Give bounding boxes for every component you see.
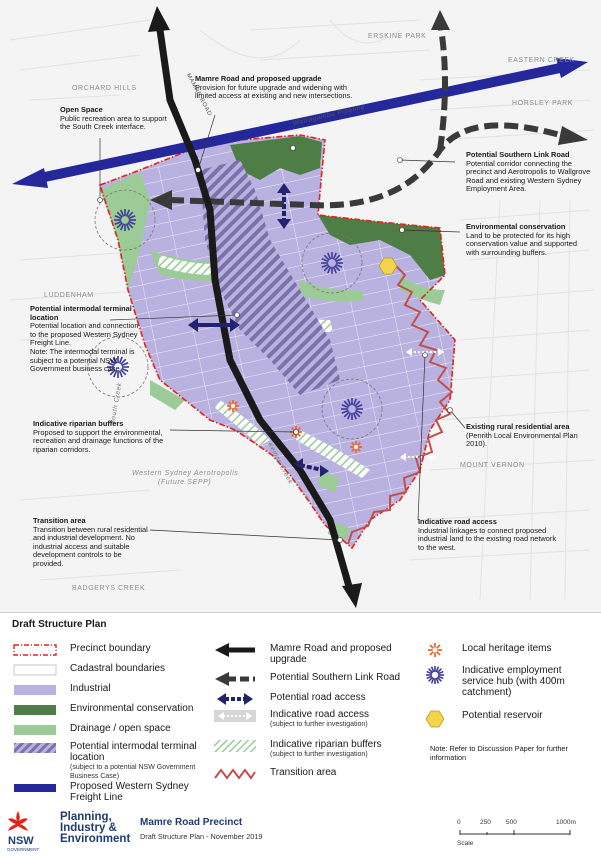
legend-southern-link: Potential Southern Link Road (210, 672, 400, 686)
indicative-road-access (404, 351, 440, 458)
callout-leaders (99, 114, 466, 541)
transition-area-line (347, 264, 454, 545)
callout-rural-residential: Existing rural residential area(Penrith … (466, 422, 578, 449)
heritage-item-icon (350, 441, 362, 453)
southern-link-road (150, 10, 588, 210)
legend-cadastral: Cadastral boundaries (10, 663, 165, 677)
legend-drainage: Drainage / open space (10, 723, 171, 737)
precinct-boundary-line (99, 134, 456, 550)
legend-indicative-road-access: Indicative road access(subject to furthe… (210, 709, 369, 729)
legend-note: Note: Refer to Discussion Paper for furt… (430, 744, 568, 762)
place-ws-aerotropolis: Western Sydney Aerotropolis (132, 470, 239, 477)
svg-text:NSW: NSW (8, 835, 34, 847)
freight-line-arrow (12, 58, 588, 188)
place-eastern-creek: EASTERN CREEK (508, 57, 575, 64)
footer: NSW GOVERNMENT Planning,Industry &Enviro… (0, 806, 601, 857)
service-hub-icon (321, 252, 343, 274)
legend-precinct-boundary: Precinct boundary (10, 643, 151, 657)
plan-title: Mamre Road Precinct (140, 817, 243, 828)
plan-subtitle: Draft Structure Plan - November 2019 (140, 832, 263, 841)
place-horsley-park: HORSLEY PARK (512, 100, 574, 107)
heritage-item-icon (227, 400, 239, 412)
place-mount-vernon: MOUNT VERNON (460, 462, 525, 469)
legend-reservoir: Potential reservoir (418, 710, 543, 728)
intermodal-terminal-area (200, 160, 340, 395)
legend-env-conservation: Environmental conservation (10, 703, 193, 717)
place-future-sepp: (Future SEPP) (158, 479, 212, 486)
legend-title: Draft Structure Plan (12, 619, 107, 630)
potential-road-access (188, 183, 329, 477)
legend-heritage: Local heritage items (418, 643, 552, 657)
legend-potential-road-access: Potential road access (210, 692, 366, 706)
org-name: Planning,Industry &Environment (60, 811, 131, 845)
legend-industrial: Industrial (10, 683, 111, 697)
legend-hub-icon (426, 666, 444, 684)
legend-freight-line: Proposed Western Sydney Freight Line (10, 781, 200, 803)
service-hub-icon (114, 209, 136, 231)
legend-heritage-icon (428, 643, 442, 657)
svg-text:GOVERNMENT: GOVERNMENT (7, 847, 40, 852)
service-hubs (107, 209, 363, 420)
legend-service-hub: Indicative employment service hub (with … (418, 665, 592, 698)
place-luddenham: LUDDENHAM (44, 292, 94, 299)
legend-riparian: Indicative riparian buffers(subject to f… (210, 739, 382, 759)
legend-transition: Transition area (210, 767, 336, 781)
legend: Draft Structure Plan Precinct boundary C… (0, 612, 601, 857)
env-conservation-north (230, 136, 322, 180)
place-erskine-park: ERSKINE PARK (368, 33, 427, 40)
place-orchard-hills: ORCHARD HILLS (72, 85, 137, 92)
precinct-map (0, 0, 601, 612)
scale-bar (459, 830, 571, 835)
legend-intermodal: Potential intermodal terminal location(s… (10, 741, 210, 781)
legend-mamre-road: Mamre Road and proposed upgrade (210, 643, 420, 665)
mamre-road-arrow (148, 6, 362, 608)
place-badgerys-creek: BADGERYS CREEK (72, 585, 146, 592)
service-hub-icon (107, 356, 129, 378)
hub-catchments (87, 189, 383, 440)
potential-reservoir-marker (378, 257, 398, 275)
service-hub-icon (341, 398, 363, 420)
nsw-logo: NSW GOVERNMENT (7, 811, 40, 852)
env-conservation-east (318, 215, 445, 280)
